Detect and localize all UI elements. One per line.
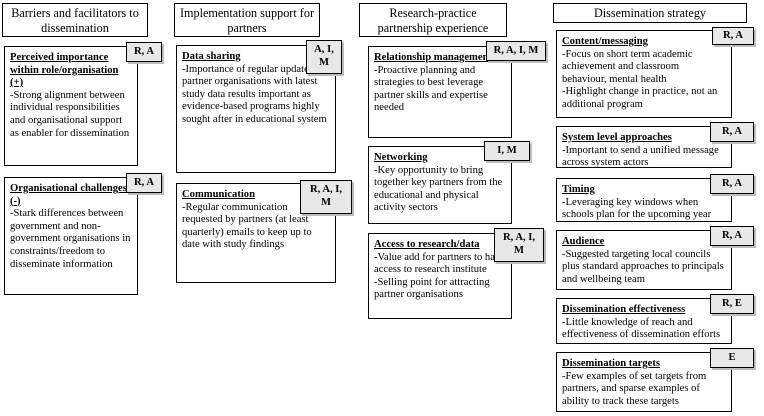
card-text: -Focus on short term academic achievemen… — [562, 48, 693, 85]
card-text: -Stark differences between government an… — [10, 208, 131, 270]
card-system-level-approaches: System level approaches -Important to se… — [556, 126, 732, 168]
card-title: Relationship management — [374, 52, 493, 63]
card-title: Dissemination effectiveness — [562, 304, 686, 315]
code-tag: R, A — [126, 42, 162, 62]
card-text: -Strong alignment between individual res… — [10, 89, 130, 139]
card-content-messaging: Content/messaging -Focus on short term a… — [556, 30, 732, 118]
card-title: Communication — [182, 189, 255, 200]
card-text: -Suggested targeting local councils plus… — [562, 248, 724, 285]
card-text: -Few examples of set targets from partne… — [562, 370, 707, 407]
card-perceived-importance: Perceived importance within role/organis… — [4, 46, 138, 166]
code-tag: R, A — [710, 174, 754, 194]
code-tag: R, A — [126, 173, 162, 193]
header-implementation-support: Implementation support for partners — [174, 3, 320, 37]
card-title: Networking — [374, 152, 428, 163]
card-dissemination-effectiveness: Dissemination effectiveness -Little know… — [556, 298, 732, 344]
code-tag: R, A, I, M — [486, 41, 546, 61]
card-title: Organisational challenges (-) — [10, 183, 127, 207]
card-title: Timing — [562, 184, 595, 195]
card-text: -Little knowledge of reach and effective… — [562, 316, 721, 341]
card-access-to-research: Access to research/data -Value add for p… — [368, 233, 512, 319]
card-relationship-management: Relationship management -Proactive plann… — [368, 46, 512, 138]
card-organisational-challenges: Organisational challenges (-) -Stark dif… — [4, 177, 138, 295]
card-title: Audience — [562, 236, 605, 247]
card-text: -Importance of regular updates to partne… — [182, 63, 327, 125]
card-text: -Key opportunity to bring together key p… — [374, 164, 503, 214]
card-dissemination-targets: Dissemination targets -Few examples of s… — [556, 352, 732, 412]
card-title: Access to research/data — [374, 239, 480, 250]
header-barriers-facilitators: Barriers and facilitators to disseminati… — [2, 3, 148, 37]
card-text: -Selling point for attracting partner or… — [374, 276, 490, 301]
code-tag: R, A — [712, 27, 754, 45]
code-tag: A, I, M — [306, 40, 342, 74]
code-tag: R, E — [710, 294, 754, 314]
header-research-practice: Research-practice partnership experience — [359, 3, 507, 37]
card-title: Dissemination targets — [562, 358, 660, 369]
code-tag: I, M — [484, 141, 530, 161]
card-title: Content/messaging — [562, 36, 648, 47]
code-tag: R, A, I, M — [300, 180, 352, 214]
card-timing: Timing -Leveraging key windows when scho… — [556, 178, 732, 222]
card-title: Data sharing — [182, 51, 241, 62]
card-text: -Regular communication requested by part… — [182, 201, 312, 251]
card-text: -Proactive planning and strategies to be… — [374, 64, 488, 114]
card-text: -Important to send a unified message acr… — [562, 144, 719, 169]
code-tag: R, A, I, M — [494, 228, 544, 262]
header-dissemination-strategy: Dissemination strategy — [553, 3, 747, 23]
code-tag: R, A — [710, 226, 754, 246]
code-tag: R, A — [710, 122, 754, 142]
card-text: -Value add for partners to have access t… — [374, 251, 505, 276]
card-text: -Leveraging key windows when schools pla… — [562, 196, 712, 221]
card-title: System level approaches — [562, 132, 672, 143]
card-audience: Audience -Suggested targeting local coun… — [556, 230, 732, 290]
card-text: -Highlight change in practice, not an ad… — [562, 86, 718, 110]
code-tag: E — [710, 348, 754, 368]
card-title: Perceived importance within role/organis… — [10, 52, 119, 89]
